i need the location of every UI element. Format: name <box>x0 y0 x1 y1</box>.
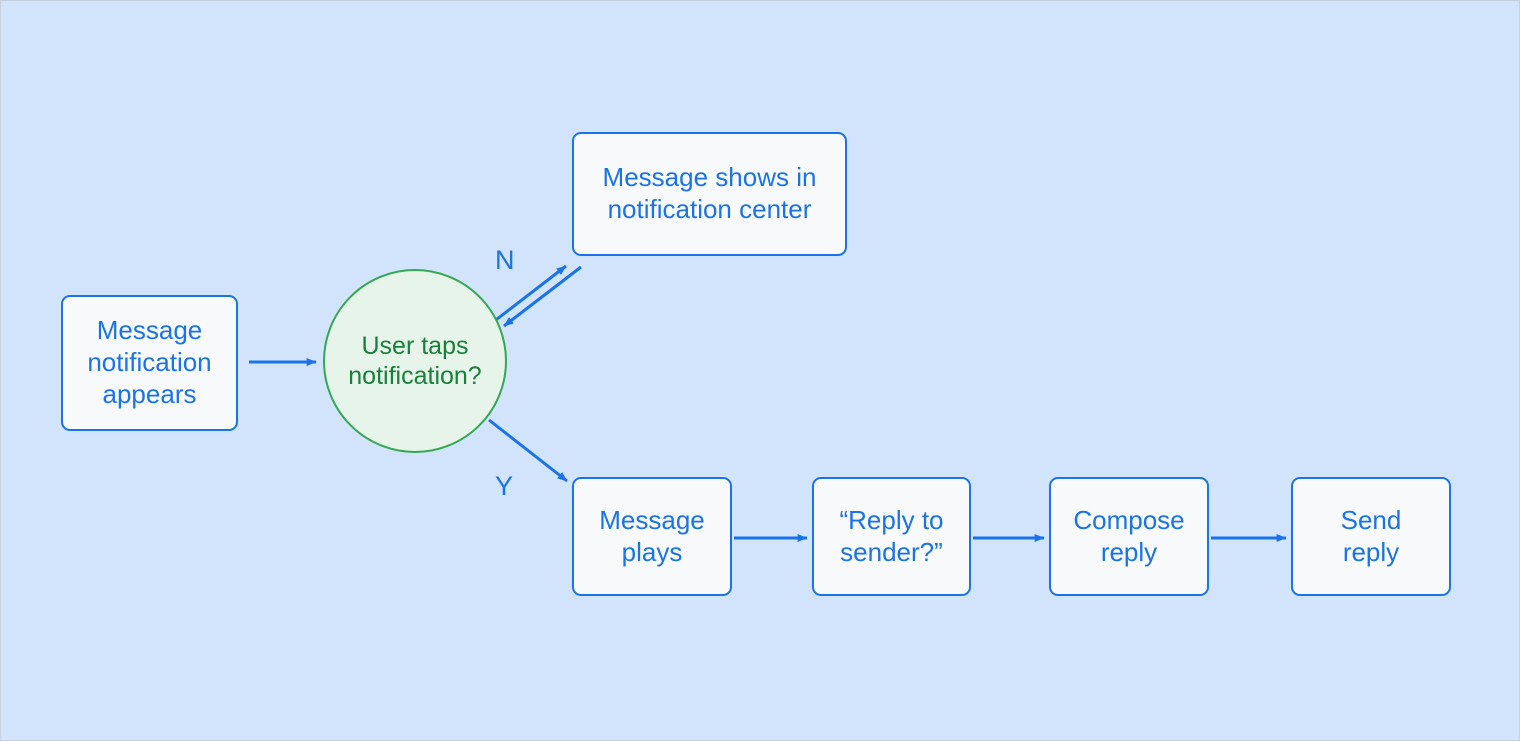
node-user-taps-notification[interactable]: User taps notification? <box>323 269 507 453</box>
node-send-reply[interactable]: Send reply <box>1291 477 1451 596</box>
edge-label-branch-no: N <box>495 245 515 275</box>
node-message-notification-appears[interactable]: Message notification appears <box>61 295 238 431</box>
node-message-shows-in-notification-center[interactable]: Message shows in notification center <box>572 132 847 256</box>
node-message-plays[interactable]: Message plays <box>572 477 732 596</box>
node-compose-reply[interactable]: Compose reply <box>1049 477 1209 596</box>
edge-label-branch-yes: Y <box>495 471 514 501</box>
edge-decision-to-notification-center <box>487 264 567 328</box>
node-reply-to-sender[interactable]: “Reply to sender?” <box>812 477 971 596</box>
edge-notification-center-to-decision <box>503 265 582 328</box>
